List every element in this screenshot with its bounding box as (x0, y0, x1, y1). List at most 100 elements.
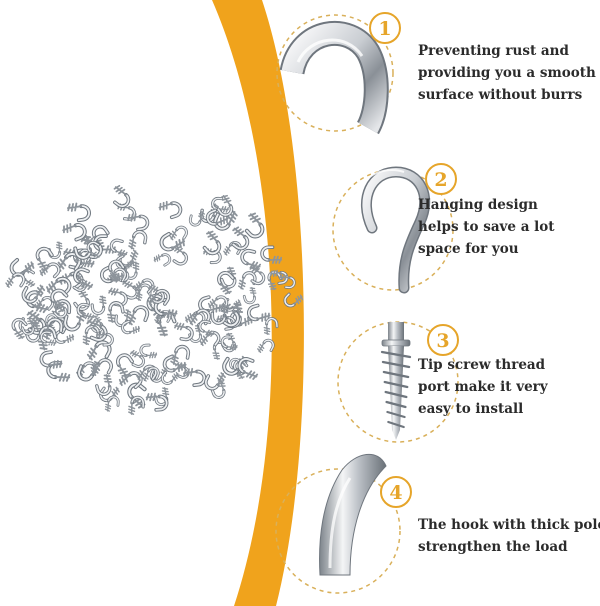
small-hook (39, 350, 63, 369)
feature-4-description: The hook with thick pole strengthen the … (418, 514, 600, 558)
feature-4-line-1: The hook with thick pole (418, 517, 600, 533)
small-hook (63, 309, 86, 332)
small-hook (153, 253, 172, 267)
feature-3-line-2: port make it very (418, 379, 548, 395)
small-hook (127, 213, 150, 232)
orange-crescent-divider (212, 0, 304, 606)
small-hook (82, 324, 100, 346)
small-hook (121, 319, 141, 335)
feature-2-number: 2 (434, 169, 447, 191)
thread-ridge (380, 350, 412, 359)
small-hook (147, 288, 171, 306)
small-hook (240, 248, 261, 271)
small-hook (128, 395, 145, 415)
small-hook (257, 338, 275, 353)
small-hook (244, 212, 265, 239)
small-hook (172, 244, 189, 266)
small-hook (202, 230, 222, 256)
small-hook (267, 270, 283, 291)
small-hook (159, 231, 186, 252)
thread-ridge (384, 390, 408, 399)
small-hook (109, 238, 128, 258)
small-hook (21, 284, 46, 304)
small-hook (142, 366, 160, 382)
feature-2-number-badge: 2 (425, 163, 457, 195)
small-hook (91, 358, 113, 376)
small-hook (25, 290, 49, 314)
small-hook (260, 245, 283, 264)
feature-4-line-2: strengthen the load (418, 539, 568, 555)
feature-4-number-badge: 4 (380, 476, 412, 508)
small-hook (249, 265, 266, 285)
feature-1-line-1: Preventing rust and (418, 43, 569, 59)
feature-2-description: Hanging design helps to save a lot space… (418, 194, 596, 260)
small-hook (247, 303, 271, 322)
small-hook (198, 319, 215, 337)
thread-ridge (387, 420, 405, 429)
feature-3-number: 3 (436, 330, 449, 352)
small-hook (170, 344, 191, 366)
small-hook (126, 305, 150, 326)
small-hook (207, 295, 229, 311)
thread-ridge (381, 360, 411, 369)
small-hook (216, 194, 234, 217)
small-hook (108, 259, 125, 282)
thread-ridge (382, 370, 410, 379)
small-hook (220, 335, 238, 351)
small-hook (62, 222, 87, 242)
small-hook (73, 289, 90, 311)
small-hook (211, 196, 229, 213)
small-hook (46, 276, 72, 296)
small-hook (283, 292, 304, 308)
small-hook (129, 349, 145, 368)
small-hook (86, 317, 108, 342)
small-hook (76, 302, 95, 321)
small-hook (213, 210, 238, 231)
small-hook (231, 226, 250, 251)
small-hook (220, 301, 240, 328)
small-hook (90, 295, 107, 315)
small-hook (205, 208, 229, 226)
small-hook (148, 284, 165, 304)
small-hook (107, 301, 125, 323)
feature-2-line-2: helps to save a lot (418, 219, 555, 235)
thread-ridge (385, 400, 407, 409)
small-hook (128, 230, 148, 250)
small-hook (5, 272, 26, 288)
small-hook (279, 273, 296, 289)
screw-thread-icon (380, 322, 412, 440)
small-hook (145, 392, 169, 412)
small-hook (263, 317, 279, 335)
thread-ridge (386, 410, 406, 419)
small-hook (169, 225, 188, 241)
small-hook (35, 246, 54, 271)
feature-1-line-2: providing you a smooth (418, 65, 596, 81)
small-hook (237, 357, 259, 380)
feature-3-line-3: easy to install (418, 401, 524, 417)
feature-3-description: Tip screw thread port make it very easy … (418, 354, 596, 420)
small-hook (91, 224, 110, 249)
small-hook (67, 202, 91, 223)
small-hook (50, 288, 69, 313)
small-hook (95, 331, 114, 347)
feature-3-number-badge: 3 (427, 324, 459, 356)
small-hook (139, 343, 158, 359)
small-hook (86, 240, 101, 259)
small-hook (39, 330, 57, 346)
small-hook (72, 272, 87, 292)
small-hook (95, 374, 113, 396)
small-hook (73, 267, 94, 290)
small-hook (53, 299, 68, 319)
small-hook (116, 353, 134, 377)
small-hook (210, 379, 226, 399)
small-hook (217, 271, 235, 295)
hook-curve-closeup-icon (279, 20, 389, 135)
feature-1-dashed-circle (276, 14, 394, 132)
small-hook (21, 317, 35, 336)
small-hook (162, 354, 187, 373)
feature-1-number-badge: 1 (369, 12, 401, 44)
small-hook (242, 286, 257, 305)
small-hook (174, 322, 194, 342)
small-hook (183, 367, 207, 388)
